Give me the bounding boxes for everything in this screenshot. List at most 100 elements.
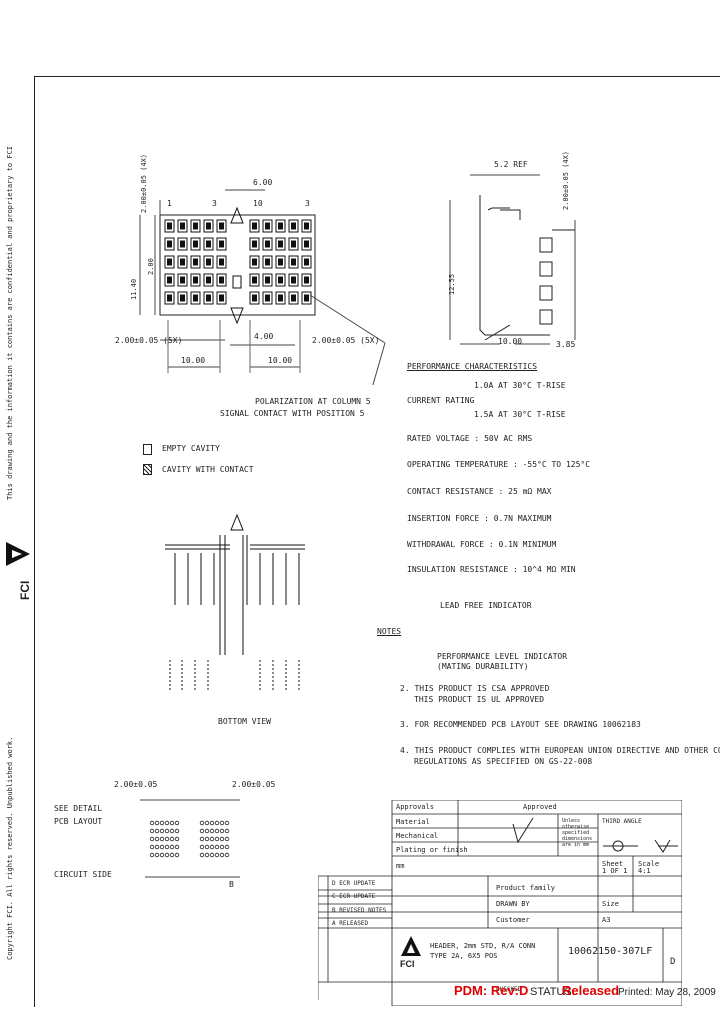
pcb-dim-right: 2.00±0.05 (232, 780, 276, 789)
legend-cavity-with-contact: CAVITY WITH CONTACT (162, 465, 254, 474)
pcb-hole (209, 852, 215, 858)
pcb-hole (219, 844, 225, 850)
bottom-right-dim: 2.00±0.05 (5X) (312, 336, 380, 345)
pcb-hole (224, 820, 230, 826)
center-gap-dim: 6.00 (253, 178, 273, 187)
pcb-hole (204, 844, 210, 850)
pcb-hole (224, 852, 230, 858)
pcb-hole (164, 836, 170, 842)
pcb-hole (159, 844, 165, 850)
pcb-hole (214, 852, 220, 858)
insertion-force: INSERTION FORCE : 0.7N MAXIMUM (407, 514, 552, 523)
pcb-hole (169, 844, 175, 850)
note-3: 3. FOR RECOMMENDED PCB LAYOUT SEE DRAWIN… (400, 720, 641, 729)
tb-rev-row-1: D ECR UPDATE (332, 880, 376, 887)
lead-free-indicator: LEAD FREE INDICATOR (440, 601, 532, 610)
pcb-hole (169, 852, 175, 858)
tb-approvals: Approvals (396, 803, 434, 811)
footer-pdm: PDM: Rev:D (454, 983, 529, 998)
bottom-view-label: BOTTOM VIEW (218, 717, 271, 726)
pcb-bottom-mark: B (229, 880, 234, 889)
pcb-hole (214, 828, 220, 834)
note-4a: 4. THIS PRODUCT COMPLIES WITH EUROPEAN U… (400, 746, 720, 755)
proprietary-notice: This drawing and the information it cont… (6, 145, 14, 500)
pcb-hole (209, 828, 215, 834)
pcb-hole (214, 820, 220, 826)
contact-pin (219, 240, 224, 248)
side-top-dim: 5.2 REF (494, 160, 528, 169)
pcb-hole (174, 836, 180, 842)
tb-mechanical: Mechanical (396, 832, 439, 840)
pcb-label-bottom: CIRCUIT SIDE (54, 870, 112, 879)
tb-sheet: Sheet (602, 860, 624, 868)
title-block: Approvals Approved Material Mechanical P… (318, 800, 682, 1006)
copyright-notice: Copyright FCI. All rights reserved. Unpu… (6, 736, 14, 960)
title-block-grid (318, 800, 682, 1006)
pcb-hole (174, 828, 180, 834)
tb-customer: Customer (496, 916, 530, 924)
pcb-dim-left: 2.00±0.05 (114, 780, 158, 789)
side-bottom-left-dim: 10.00 (498, 337, 523, 346)
side-height-dim: 12.55 (448, 273, 456, 295)
bottom-left-dim: 2.00±0.05 (5X) (115, 336, 183, 345)
pcb-hole (199, 844, 205, 850)
pcb-hole (219, 836, 225, 842)
side-view-drawing (449, 174, 576, 345)
contact-pin (180, 276, 185, 284)
contact-pin (252, 276, 257, 284)
contact-pin (180, 240, 185, 248)
pcb-hole (149, 844, 155, 850)
tb-scale: Scale (638, 860, 660, 868)
cavity-contact-swatch (143, 464, 152, 475)
pcb-hole (154, 836, 160, 842)
contact-pin (167, 294, 172, 302)
contact-pin (278, 240, 283, 248)
tb-plating: Plating or finish (396, 846, 468, 854)
pcb-hole (169, 828, 175, 834)
front-view-drawing (139, 189, 386, 385)
fci-logo-titleblock (401, 936, 421, 956)
pcb-hole (204, 820, 210, 826)
empty-cavity-swatch (143, 444, 152, 455)
contact-pin (219, 258, 224, 266)
left-offset-dim: 2.00 (147, 258, 155, 275)
note-1a: PERFORMANCE LEVEL INDICATOR (437, 652, 568, 661)
notes-header: NOTES (377, 627, 402, 636)
pcb-hole (214, 836, 220, 842)
contact-resistance: CONTACT RESISTANCE : 25 mΩ MAX (407, 487, 552, 496)
side-bottom-right-dim: 3.85 (556, 340, 576, 349)
pcb-hole (199, 828, 205, 834)
tb-logo-text: FCI (400, 959, 415, 969)
note-2a: 2. THIS PRODUCT IS CSA APPROVED (400, 684, 550, 693)
current-line1: 1.0A AT 30°C T-RISE (474, 381, 566, 390)
tb-title-line2: TYPE 2A, 6X5 POS (430, 952, 498, 960)
tb-unit: mm (396, 862, 405, 870)
pcb-hole (209, 844, 215, 850)
bottom-view-drawing (165, 513, 305, 690)
contact-pin (278, 294, 283, 302)
contact-pin (304, 258, 309, 266)
contact-pin (193, 294, 198, 302)
col-label-10: 10 (253, 199, 263, 208)
pcb-hole (214, 844, 220, 850)
contact-pin (206, 222, 211, 230)
contact-pin (180, 258, 185, 266)
contact-pin (180, 222, 185, 230)
height-dim: 11.40 (130, 278, 138, 300)
insulation-resistance: INSULATION RESISTANCE : 10^4 MΩ MIN (407, 565, 576, 574)
contact-pin (167, 240, 172, 248)
rated-voltage: RATED VOLTAGE : 50V AC RMS (407, 434, 533, 443)
withdrawal-force: WITHDRAWAL FORCE : 0.1N MINIMUM (407, 540, 557, 549)
contact-pin (278, 276, 283, 284)
contact-pin (291, 258, 296, 266)
contact-pin (206, 276, 211, 284)
contact-pin (219, 276, 224, 284)
pcb-hole (204, 836, 210, 842)
contact-pin (252, 294, 257, 302)
contact-pin (291, 276, 296, 284)
pcb-hole (149, 852, 155, 858)
tb-size-label: Size (602, 900, 619, 908)
pcb-hole (164, 844, 170, 850)
top-border-line (34, 76, 720, 77)
contact-pin (291, 240, 296, 248)
